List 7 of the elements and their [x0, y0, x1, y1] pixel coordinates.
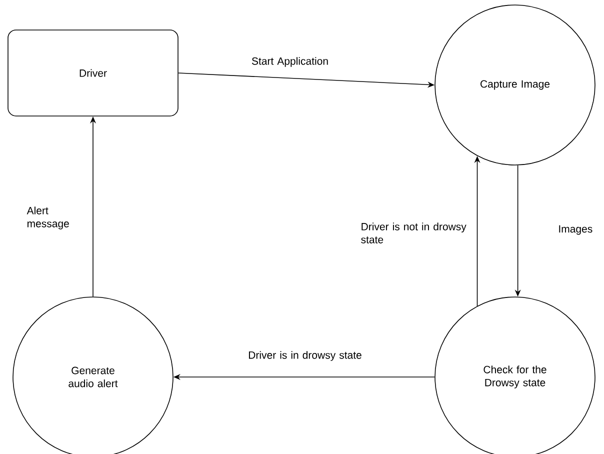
edge-label: Images	[559, 225, 592, 235]
circle-node: Capture Image	[434, 4, 596, 166]
edge-label: Alert message	[26, 206, 69, 230]
edge-label: Start Application	[252, 57, 328, 67]
process-box: Driver	[8, 30, 178, 116]
edge-label: Driver is not in drowsy state	[361, 222, 466, 244]
edge-label: Driver is in drowsy state	[248, 351, 362, 361]
